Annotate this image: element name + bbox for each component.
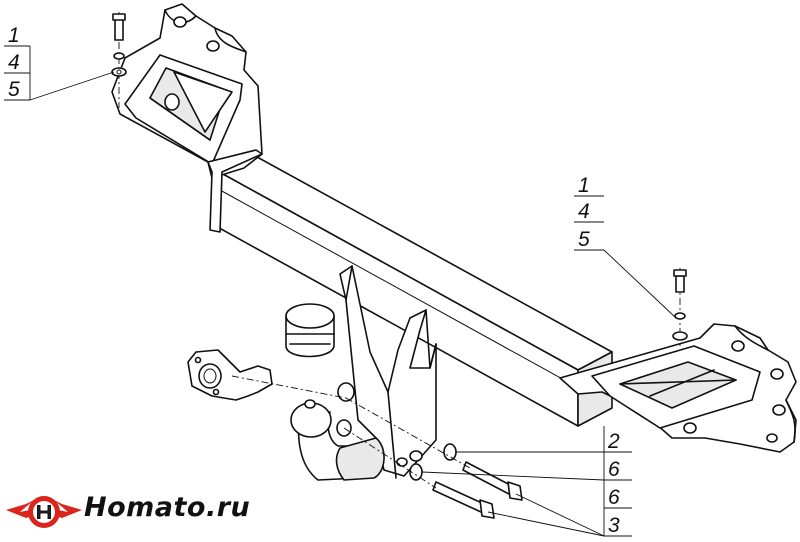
right-mounting-bracket (559, 323, 797, 453)
bolt-lower (432, 481, 495, 519)
callout-bottom-right: 2 6 6 3 (421, 426, 632, 537)
socket-bracket (187, 349, 273, 401)
ball-cap (285, 303, 335, 358)
callout-label: 6 (608, 486, 620, 509)
callout-label: 3 (608, 514, 620, 537)
callout-right: 1 4 5 (574, 174, 677, 319)
homato-logo-text: Homato.ru (84, 492, 251, 523)
fastener-stack-left (111, 12, 127, 108)
callout-label: 1 (8, 24, 20, 47)
callout-label: 4 (578, 200, 590, 223)
fastener-stack-right (672, 268, 688, 346)
callout-top-left: 1 4 5 (4, 24, 115, 101)
callout-label: 5 (8, 78, 20, 101)
tow-ball-neck (290, 399, 385, 481)
callout-label: 5 (578, 228, 590, 251)
left-mounting-bracket (111, 3, 263, 233)
homato-logo-emblem (6, 496, 82, 528)
callout-label: 4 (8, 51, 20, 74)
callout-label: 6 (608, 458, 620, 481)
callout-label: 1 (578, 174, 590, 197)
bolt-upper (462, 461, 523, 501)
ball-mount-plate (339, 265, 437, 479)
callout-label: 2 (607, 430, 620, 453)
